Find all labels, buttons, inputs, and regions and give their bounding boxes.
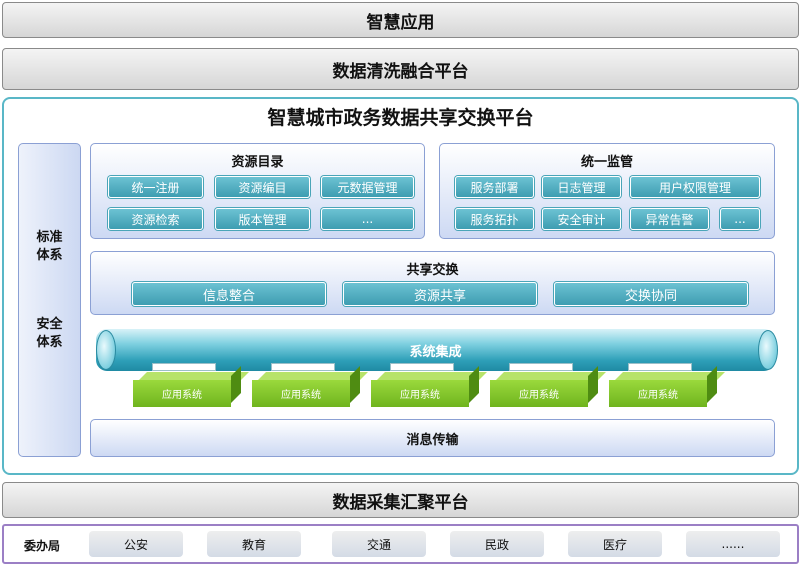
data-cleaning-label: 数据清洗融合平台 bbox=[332, 61, 469, 82]
data-collection-layer: 数据采集汇聚平台 bbox=[2, 482, 799, 518]
supervision-more-button[interactable]: ... bbox=[720, 208, 760, 230]
app-system-box: 应用系统 bbox=[490, 380, 588, 407]
dept-transportation: 交通 bbox=[332, 531, 426, 557]
resource-cataloging-button[interactable]: 资源编目 bbox=[215, 176, 310, 198]
user-permission-button[interactable]: 用户权限管理 bbox=[630, 176, 760, 198]
platform-title: 智慧城市政务数据共享交换平台 bbox=[267, 107, 534, 129]
smart-apps-label: 智慧应用 bbox=[366, 12, 435, 33]
pipe-left-cap bbox=[96, 330, 116, 370]
unified-registration-button[interactable]: 统一注册 bbox=[108, 176, 203, 198]
metadata-management-button[interactable]: 元数据管理 bbox=[321, 176, 414, 198]
connector-slab bbox=[390, 363, 454, 371]
service-topology-button[interactable]: 服务拓扑 bbox=[455, 208, 534, 230]
app-system-box: 应用系统 bbox=[252, 380, 350, 407]
log-management-button[interactable]: 日志管理 bbox=[542, 176, 621, 198]
connector-slab bbox=[271, 363, 335, 371]
app-system-box: 应用系统 bbox=[371, 380, 469, 407]
exchange-collaboration-button[interactable]: 交换协同 bbox=[554, 282, 748, 306]
departments-label: 委办局 bbox=[24, 539, 61, 553]
version-management-button[interactable]: 版本管理 bbox=[215, 208, 310, 230]
security-system-label: 安全 体系 bbox=[36, 317, 63, 350]
app-system-box: 应用系统 bbox=[133, 380, 231, 407]
smart-apps-layer: 智慧应用 bbox=[2, 2, 799, 38]
dept-medical: 医疗 bbox=[568, 531, 662, 557]
dept-public-security: 公安 bbox=[89, 531, 183, 557]
info-integration-button[interactable]: 信息整合 bbox=[132, 282, 326, 306]
standards-system-label: 标准 体系 bbox=[36, 230, 63, 263]
dept-civil-affairs: 民政 bbox=[450, 531, 544, 557]
unified-supervision-title: 统一监管 bbox=[580, 155, 633, 170]
message-transmission-bar: 消息传输 bbox=[90, 419, 775, 457]
connector-slab bbox=[152, 363, 216, 371]
connector-slab bbox=[628, 363, 692, 371]
data-cleaning-layer: 数据清洗融合平台 bbox=[2, 48, 799, 90]
resource-catalog-title: 资源目录 bbox=[231, 155, 284, 170]
system-integration-label: 系统集成 bbox=[409, 344, 462, 360]
app-system-box: 应用系统 bbox=[609, 380, 707, 407]
catalog-more-button[interactable]: ... bbox=[321, 208, 414, 230]
pipe-right-cap bbox=[758, 330, 778, 370]
shared-exchange-panel: 共享交换 信息整合 资源共享 交换协同 bbox=[90, 251, 775, 315]
resource-search-button[interactable]: 资源检索 bbox=[108, 208, 203, 230]
shared-exchange-title: 共享交换 bbox=[406, 263, 459, 278]
message-transmission-label: 消息传输 bbox=[406, 432, 459, 448]
dept-more: ...... bbox=[686, 531, 780, 557]
connector-slab bbox=[509, 363, 573, 371]
data-collection-label: 数据采集汇聚平台 bbox=[332, 492, 469, 513]
security-audit-button[interactable]: 安全审计 bbox=[542, 208, 621, 230]
anomaly-alert-button[interactable]: 异常告警 bbox=[630, 208, 709, 230]
service-deployment-button[interactable]: 服务部署 bbox=[455, 176, 534, 198]
side-systems-panel: 标准 体系 安全 体系 bbox=[18, 143, 81, 457]
resource-catalog-panel: 资源目录 统一注册 资源编目 元数据管理 资源检索 版本管理 ... bbox=[90, 143, 425, 239]
dept-education: 教育 bbox=[207, 531, 301, 557]
unified-supervision-panel: 统一监管 服务部署 日志管理 用户权限管理 服务拓扑 安全审计 异常告警 ... bbox=[439, 143, 775, 239]
resource-sharing-button[interactable]: 资源共享 bbox=[343, 282, 537, 306]
